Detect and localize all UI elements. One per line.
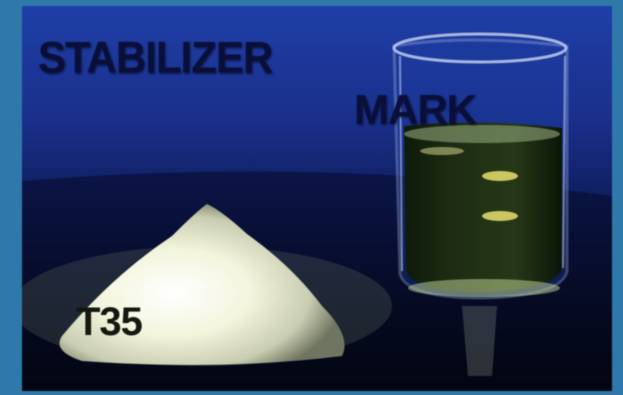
beaker-liquid — [404, 122, 562, 292]
photo-illustration — [22, 32, 612, 391]
glass-edge-right — [562, 55, 566, 269]
t35-label: T35 — [76, 300, 143, 344]
product-photo: STABILIZER MARK T35 — [22, 6, 612, 391]
mark-label: MARK — [354, 86, 477, 133]
beaker-base — [408, 279, 560, 297]
liquid-surface — [404, 125, 560, 143]
beaker-rim — [392, 32, 568, 64]
liquid-highlight-3 — [420, 147, 464, 155]
glass-edge-left — [399, 55, 403, 272]
liquid-highlight-2 — [482, 211, 518, 221]
beaker-reflection — [462, 306, 497, 376]
liquid-highlight-1 — [482, 171, 518, 181]
powder-pile — [59, 204, 345, 365]
stabilizer-label: STABILIZER — [38, 32, 273, 83]
